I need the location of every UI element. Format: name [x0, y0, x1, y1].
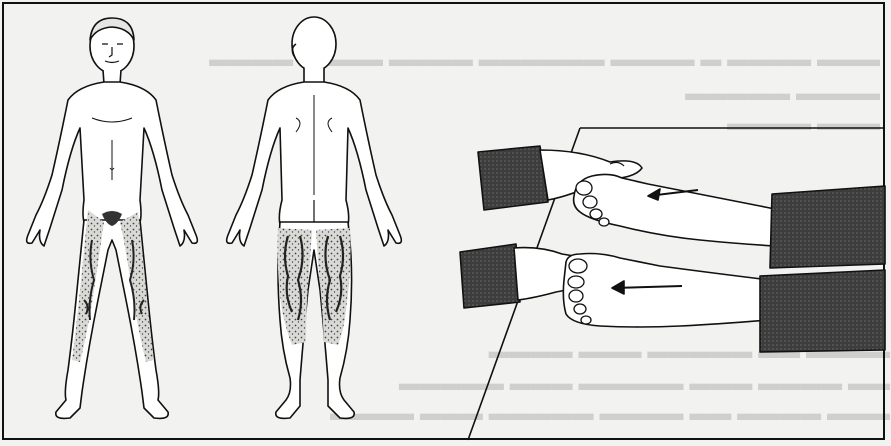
front-legs	[56, 220, 168, 418]
lower-sleeve	[460, 244, 520, 308]
body-back-view	[227, 17, 402, 418]
lower-trouser	[760, 270, 885, 352]
body-front-view	[27, 18, 198, 418]
feet-massage-view	[460, 128, 885, 440]
upper-trouser	[770, 186, 885, 268]
back-head	[292, 17, 336, 71]
upper-sleeve	[478, 146, 548, 210]
upper-foot	[574, 174, 780, 246]
lower-foot	[563, 254, 770, 328]
